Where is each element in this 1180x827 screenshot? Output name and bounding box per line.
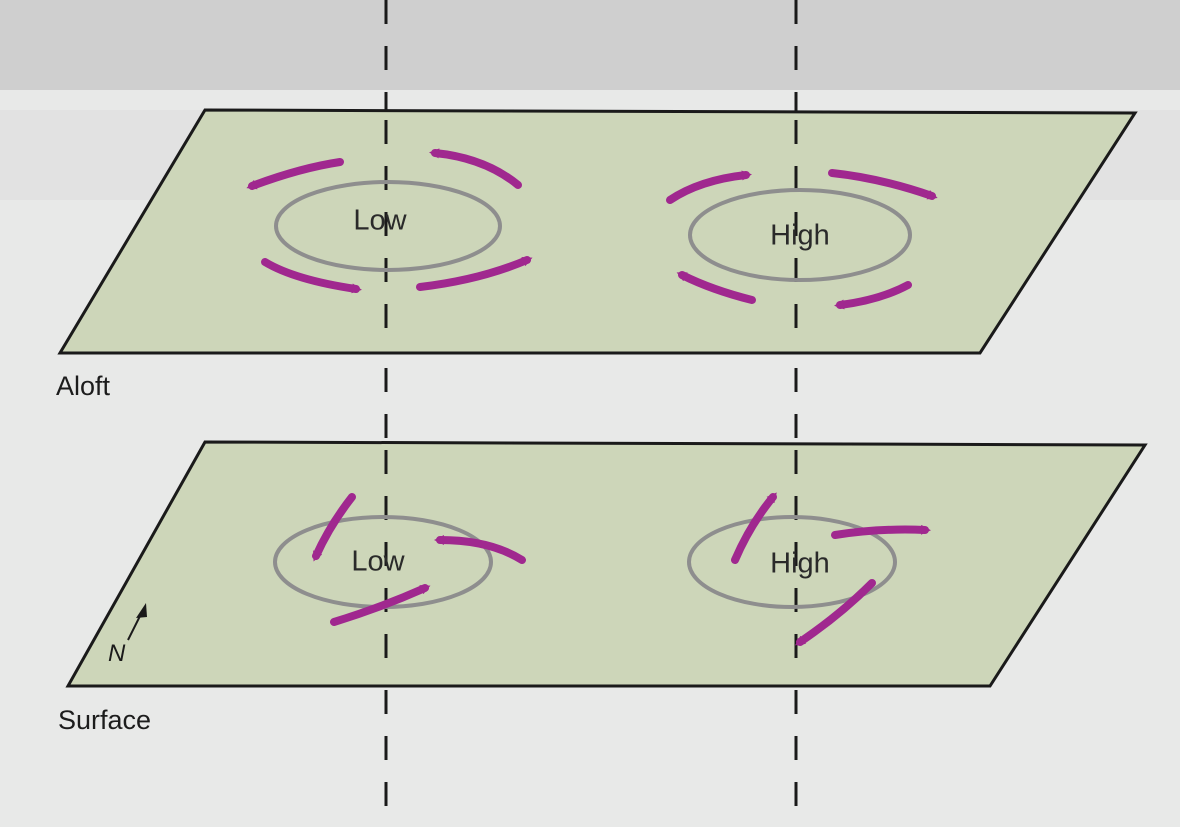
surface-low-wind-arrow-ne: [434, 535, 526, 564]
aloft-plane: [57, 108, 1138, 355]
surface-high-wind-arrow-ne: [831, 524, 931, 539]
surface-high-label: High: [770, 547, 830, 580]
north-arrow-head: [136, 603, 147, 618]
aloft-low-wind-arrow-sw: [261, 258, 362, 294]
surface-plane: [65, 440, 1148, 688]
aloft-low-isobar: [274, 180, 502, 272]
faded-banner: [0, 0, 1180, 90]
surface-high-wind-arrow-nw: [731, 492, 777, 564]
aloft-high-label: High: [770, 219, 830, 252]
aloft-high-wind-arrow-nw: [666, 170, 752, 204]
aloft-high-wind-arrow-sw: [676, 271, 756, 304]
surface-low-wind-arrow-sw: [330, 584, 431, 626]
aloft-low-wind-arrow-nw: [246, 158, 344, 190]
surface-plane-label: Surface: [58, 705, 152, 735]
surface-low-label: Low: [351, 545, 405, 578]
aloft-high-wind-arrow-ne: [828, 169, 938, 200]
surface-high-isobar: [687, 515, 897, 609]
surface-high-wind-arrow-se: [795, 579, 876, 646]
surface-low-wind-arrow-nw: [312, 493, 356, 562]
aloft-low-wind-arrow-ne: [429, 148, 522, 189]
aloft-low-wind-arrow-se: [416, 256, 533, 291]
aloft-high-isobar: [688, 188, 912, 282]
aloft-high-wind-arrow-se: [834, 281, 912, 310]
aloft-low-label: Low: [353, 204, 407, 237]
aloft-plane-label: Aloft: [56, 371, 111, 401]
compass-north-label: N: [108, 640, 126, 667]
